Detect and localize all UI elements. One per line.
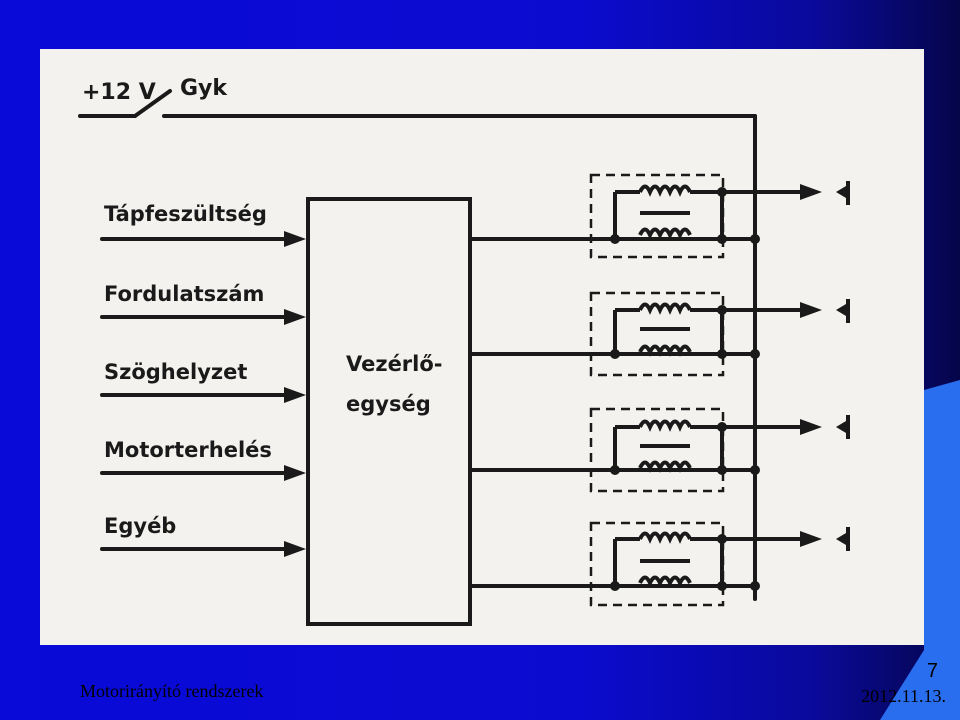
- ignition-channel-3: [470, 407, 850, 493]
- supply-label: +12 V: [82, 80, 156, 105]
- input-label-engine-load: Motorterhelés: [104, 438, 272, 462]
- input-label-supply-voltage: Tápfeszültség: [104, 202, 267, 226]
- control-unit-label-line2: egység: [346, 392, 431, 416]
- control-unit-label-line1: Vezérlő-: [346, 352, 443, 376]
- page-number: 7: [926, 660, 938, 682]
- input-label-rpm: Fordulatszám: [104, 282, 264, 306]
- control-unit-box: [306, 197, 472, 626]
- input-arrows: [100, 237, 290, 551]
- switch-label: Gyk: [180, 76, 228, 101]
- ignition-channel-4: [470, 521, 850, 607]
- input-arrowheads: [284, 231, 306, 557]
- ignition-channel-1: [470, 173, 850, 259]
- ignition-system-diagram: +12 V Gyk Tápfeszültség Fordulatszám Szö…: [78, 76, 850, 626]
- slide-date: 2012.11.13.: [861, 686, 946, 706]
- ignition-channel-2: [470, 291, 850, 377]
- footer-title: Motorirányító rendszerek: [80, 681, 264, 701]
- input-label-crank-angle: Szöghelyzet: [104, 360, 247, 384]
- diagram-panel: +12 V Gyk Tápfeszültség Fordulatszám Szö…: [40, 49, 924, 645]
- switch-contact: [133, 89, 172, 118]
- input-label-other: Egyéb: [104, 514, 176, 538]
